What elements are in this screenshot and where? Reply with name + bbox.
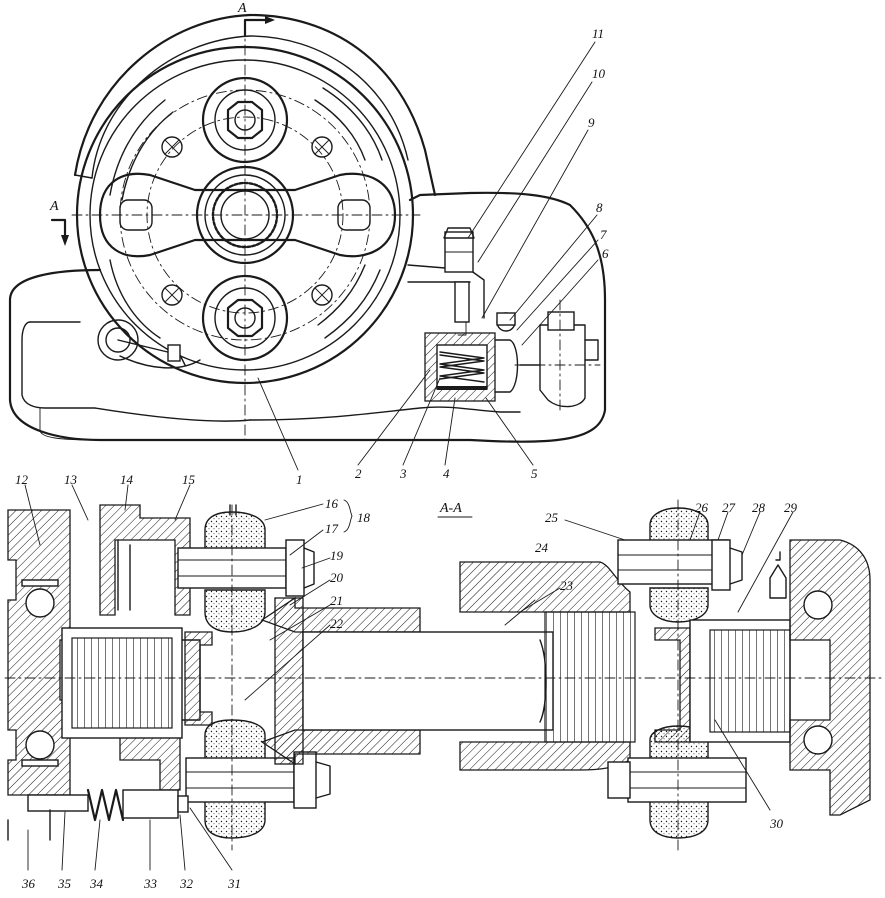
- part-label-8: 8: [596, 200, 603, 215]
- coupling-bolt-lower-right: [627, 757, 747, 803]
- section-letter-left: A: [49, 199, 59, 214]
- right-housing: [789, 539, 871, 816]
- rubber-coupling-upper-right: [649, 507, 709, 549]
- part-label-27: 27: [722, 500, 736, 515]
- part-label-22: 22: [330, 616, 344, 631]
- part-label-11: 11: [592, 26, 604, 41]
- part-label-35: 35: [57, 876, 72, 891]
- sliding-sleeve-bottom: [459, 741, 631, 771]
- part-label-23: 23: [560, 578, 574, 593]
- section-view: [4, 499, 885, 851]
- part-label-5: 5: [531, 466, 538, 481]
- part-label-20: 20: [330, 570, 344, 585]
- part-label-29: 29: [784, 500, 798, 515]
- top-view: A A: [8, 1, 607, 443]
- shaft-bore: [302, 631, 554, 731]
- part-label-9: 9: [588, 115, 595, 130]
- part-label-3: 3: [399, 466, 407, 481]
- cover-arc: [73, 13, 437, 197]
- section-marker-top: A: [237, 1, 275, 37]
- bracket: [514, 299, 601, 411]
- part-label-15: 15: [182, 472, 196, 487]
- part-label-2: 2: [355, 466, 362, 481]
- sleeve-splines: [544, 611, 636, 743]
- housing-inner: [21, 321, 251, 422]
- part-label-16: 16: [325, 496, 339, 511]
- section-title: A-A: [439, 501, 462, 516]
- part-label-32: 32: [179, 876, 194, 891]
- part-label-17: 17: [325, 521, 339, 536]
- part-label-13: 13: [64, 472, 78, 487]
- housing-outline: [8, 191, 607, 443]
- left-flange: [99, 504, 191, 616]
- leaders-section: [24, 484, 794, 871]
- spring-cage: [424, 312, 519, 402]
- part-label-1: 1: [296, 472, 303, 487]
- part-label-10: 10: [592, 66, 606, 81]
- brace: [343, 499, 353, 533]
- part-label-28: 28: [752, 500, 766, 515]
- rubber-coupling-lower-left: [204, 719, 266, 761]
- part-label-12: 12: [15, 472, 29, 487]
- part-label-4: 4: [443, 466, 450, 481]
- bearing-ball-right-lower: [803, 725, 833, 755]
- part-label-25: 25: [545, 510, 559, 525]
- part-label-6: 6: [602, 246, 609, 261]
- bearing-ball-lower: [25, 730, 55, 760]
- coupling-bolt-lower-left: [185, 757, 295, 803]
- bearing-ball-right-upper: [803, 590, 833, 620]
- part-labels: 11 10 9 8 7 6 1 2 3 4 5 12 13 14 15 16 1…: [15, 26, 798, 891]
- part-label-30: 30: [769, 816, 784, 831]
- part-label-21: 21: [330, 593, 343, 608]
- return-spring: [7, 788, 189, 841]
- lever-assembly: [407, 227, 485, 336]
- bolt-holes: [161, 136, 333, 306]
- part-label-7: 7: [600, 227, 607, 242]
- pawl-mechanism: [97, 319, 201, 369]
- part-label-31: 31: [227, 876, 241, 891]
- part-label-36: 36: [21, 876, 36, 891]
- part-label-26: 26: [695, 500, 709, 515]
- part-label-19: 19: [330, 548, 344, 563]
- sliding-sleeve-top: [459, 561, 631, 613]
- upper-nut-boss: [201, 76, 289, 164]
- part-label-33: 33: [143, 876, 158, 891]
- part-label-34: 34: [89, 876, 104, 891]
- part-label-18: 18: [357, 510, 371, 525]
- section-marker-left: A: [49, 199, 69, 246]
- bearing-ball-upper: [25, 588, 55, 618]
- part-label-14: 14: [120, 472, 134, 487]
- part-label-24: 24: [535, 540, 549, 555]
- coupling-bolt-upper-right: [617, 539, 729, 585]
- leaders-top: [257, 41, 599, 471]
- section-letter-top: A: [237, 1, 247, 16]
